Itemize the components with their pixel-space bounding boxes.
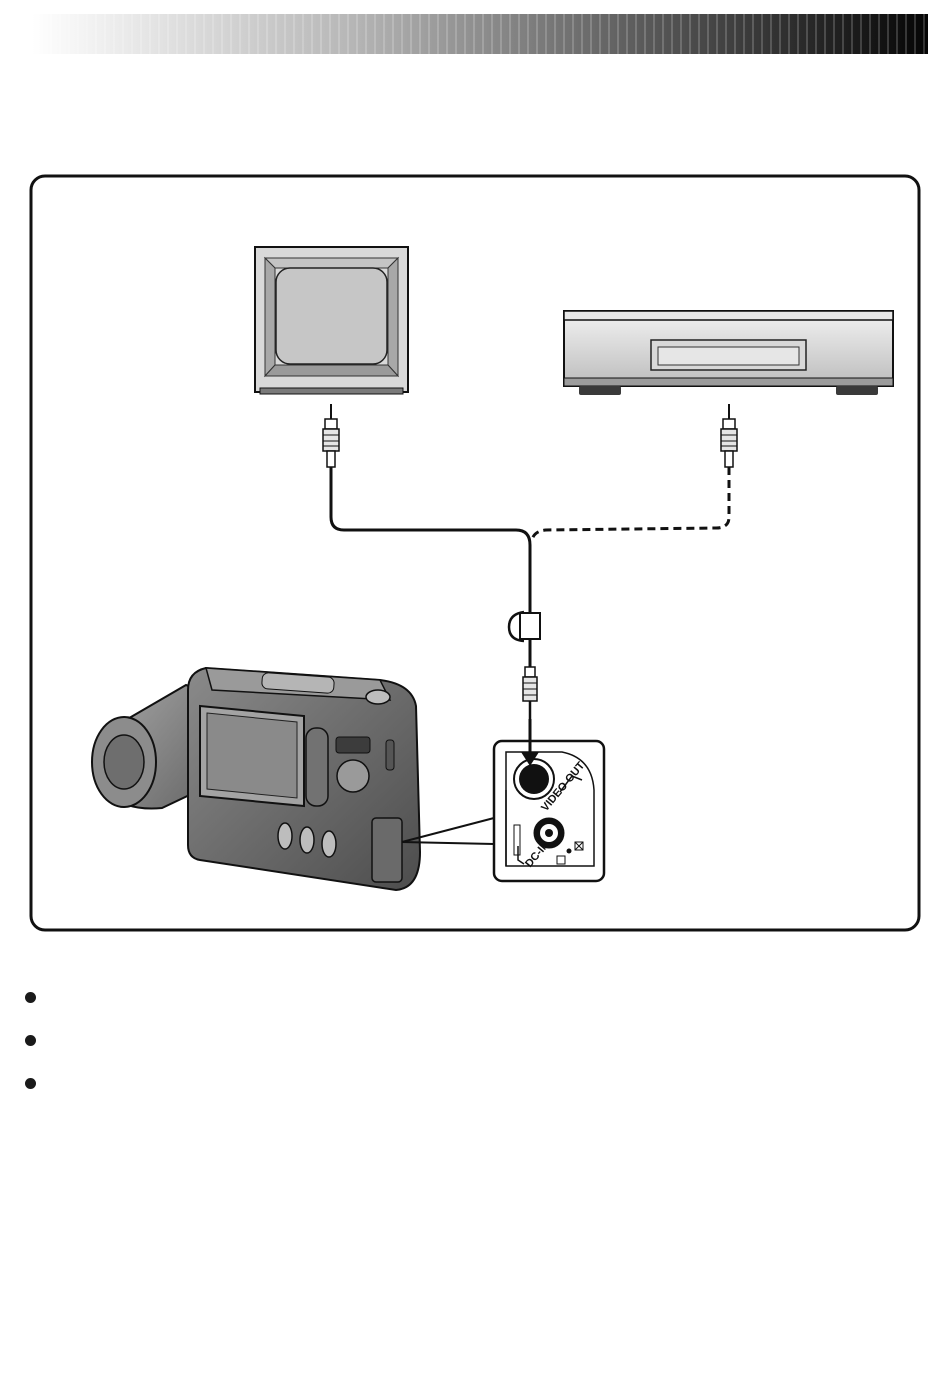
tv-icon <box>255 247 408 394</box>
diagram-border <box>31 176 919 930</box>
bullet-dot-icon <box>25 1035 36 1046</box>
port-closeup-icon: VIDEO OUT DC-IN <box>494 719 604 881</box>
bullet-dot-icon <box>25 1078 36 1089</box>
bullet-dot-icon <box>25 992 36 1003</box>
vcr-icon <box>564 311 893 395</box>
